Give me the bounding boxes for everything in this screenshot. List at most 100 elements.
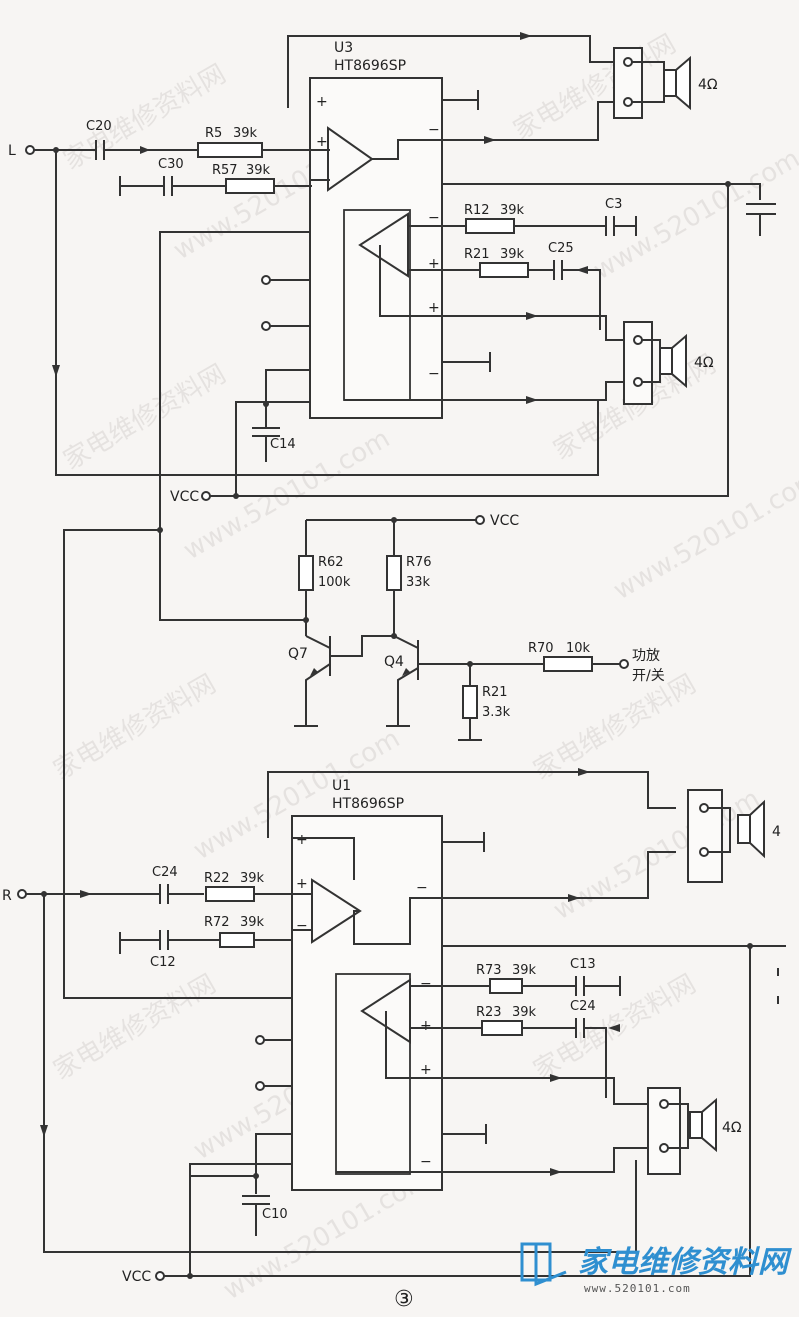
svg-text:R22: R22	[204, 871, 230, 886]
vcc-label-mid: VCC	[490, 513, 519, 529]
watermark-cn: 家电维修资料网	[59, 59, 232, 176]
svg-text:+: +	[428, 256, 440, 272]
svg-text:39k: 39k	[512, 963, 537, 978]
svg-text:R23: R23	[476, 1005, 502, 1020]
ic-u1-part: HT8696SP	[332, 796, 404, 812]
vcc-label-top: VCC	[170, 489, 199, 505]
watermark-url: www.520101.com	[549, 784, 766, 926]
speaker-2: 4Ω	[623, 321, 714, 405]
svg-text:−: −	[428, 366, 440, 382]
svg-text:R72: R72	[204, 915, 230, 930]
svg-text:+: +	[420, 1018, 432, 1034]
speaker-1: 4Ω	[613, 47, 718, 119]
capacitor-c25: C25	[548, 241, 574, 280]
svg-text:+: +	[316, 134, 328, 150]
capacitor-c3: C3	[605, 197, 637, 236]
opamp-u3-b	[358, 212, 409, 278]
svg-text:C13: C13	[570, 957, 596, 972]
watermark-url: www.520101.com	[609, 464, 799, 606]
watermark-cn: 家电维修资料网	[529, 669, 702, 786]
svg-text:R73: R73	[476, 963, 502, 978]
switch-section: VCC R62 100k R76 33k Q7 Q4	[288, 513, 665, 741]
svg-text:−: −	[416, 880, 428, 896]
speaker-1-impedance: 4Ω	[698, 77, 718, 93]
resistor-r23	[481, 1020, 523, 1036]
ic-u1-body	[291, 815, 443, 1191]
amp-switch-label-1: 功放	[632, 648, 660, 664]
resistor-r72	[219, 932, 255, 948]
svg-text:39k: 39k	[500, 203, 525, 218]
svg-text:C25: C25	[548, 241, 574, 256]
resistor-r70	[543, 656, 593, 672]
opamp-u3-a	[327, 126, 374, 192]
svg-text:R76: R76	[406, 555, 432, 570]
opamp-u1-a	[311, 878, 362, 944]
figure-number: ③	[394, 1287, 414, 1312]
logo-text: 家电维修资料网	[578, 1245, 792, 1280]
svg-text:R70: R70	[528, 641, 554, 656]
input-r-terminal[interactable]	[17, 889, 27, 899]
svg-text:C20: C20	[86, 119, 112, 134]
input-l-terminal[interactable]	[25, 145, 35, 155]
speaker-3-impedance: 4	[772, 824, 781, 840]
svg-text:+: +	[428, 300, 440, 316]
capacitor-c13: C13	[570, 957, 596, 996]
speaker-2-impedance: 4Ω	[694, 355, 714, 371]
transistor-q7: Q7	[288, 635, 394, 727]
svg-text:R12: R12	[464, 203, 490, 218]
site-logo: 家电维修资料网 www.520101.com	[520, 1242, 792, 1295]
svg-text:C10: C10	[262, 1207, 288, 1222]
svg-text:10k: 10k	[566, 641, 591, 656]
vcc-label-bottom: VCC	[122, 1269, 151, 1285]
ic-u3-ref: U3	[334, 40, 353, 56]
resistor-r21	[479, 262, 529, 278]
svg-text:100k: 100k	[318, 575, 351, 590]
svg-text:+: +	[296, 876, 308, 892]
svg-text:C24: C24	[152, 865, 178, 880]
u1-section: U1 HT8696SP R C24 R22 39k C12 R72 39k	[2, 529, 786, 1285]
input-r-label: R	[2, 888, 12, 904]
capacitor-c24: C24	[152, 865, 178, 904]
speaker-4: 4Ω	[647, 1087, 742, 1175]
svg-text:C3: C3	[605, 197, 622, 212]
svg-text:39k: 39k	[233, 126, 258, 141]
resistor-r5	[197, 142, 263, 158]
svg-text:C30: C30	[158, 157, 184, 172]
svg-text:Q7: Q7	[288, 646, 308, 662]
amp-switch-label-2: 开/关	[632, 668, 665, 684]
watermark-cn: 家电维修资料网	[49, 669, 222, 786]
svg-text:R5: R5	[205, 126, 222, 141]
capacitor-c30: C30	[158, 157, 184, 196]
svg-text:Q4: Q4	[384, 654, 404, 670]
svg-text:39k: 39k	[246, 163, 271, 178]
svg-text:C24: C24	[570, 999, 596, 1014]
resistor-r12	[465, 218, 515, 234]
svg-text:33k: 33k	[406, 575, 431, 590]
svg-text:39k: 39k	[500, 247, 525, 262]
capacitor-c10: C10	[242, 1195, 288, 1236]
svg-text:+: +	[296, 832, 308, 848]
u3-section: U3 HT8696SP L C20 R5 39k + − + − C30	[8, 32, 776, 621]
capacitor-c20: C20	[86, 119, 112, 160]
svg-text:39k: 39k	[240, 871, 265, 886]
svg-text:3.3k: 3.3k	[482, 705, 511, 720]
svg-text:39k: 39k	[240, 915, 265, 930]
transistor-q4: Q4	[384, 635, 620, 727]
resistor-r22	[205, 886, 255, 902]
resistor-r76	[386, 555, 402, 591]
capacitor-c12: C12	[150, 930, 176, 970]
capacitor-c24b: C24	[570, 999, 596, 1038]
amp-switch-terminal[interactable]	[619, 659, 629, 669]
svg-text:+: +	[420, 1062, 432, 1078]
svg-text:+: +	[316, 94, 328, 110]
svg-text:−: −	[420, 976, 432, 992]
svg-text:−: −	[428, 210, 440, 226]
resistor-r62	[298, 555, 314, 591]
svg-text:−: −	[428, 122, 440, 138]
svg-text:C14: C14	[270, 437, 296, 452]
speaker-3: 4	[687, 789, 781, 883]
resistor-r73	[489, 978, 523, 994]
logo-url: www.520101.com	[584, 1282, 691, 1295]
svg-text:−: −	[420, 1154, 432, 1170]
